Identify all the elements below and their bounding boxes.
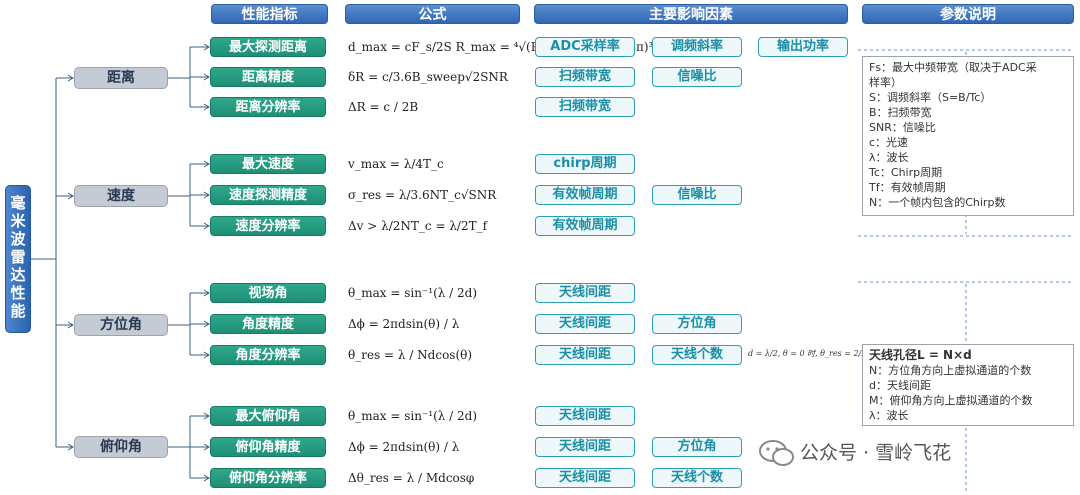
root-char: 波: [10, 230, 26, 248]
factor-chirp-period: chirp周期: [535, 154, 635, 174]
formula-range-resolution: ΔR = c / 2B: [348, 100, 419, 114]
factor-antenna-spacing: 天线间距: [535, 314, 635, 334]
connector-arrow: [203, 73, 210, 81]
params-box-bottom: 天线孔径L = N×d N：方位角方向上虚拟通道的个数 d：天线间距 M：俯仰角…: [862, 344, 1074, 426]
metric-range-accuracy: 距离精度: [210, 67, 326, 87]
category-elevation: 俯仰角: [74, 436, 168, 458]
connector-arrow: [203, 320, 210, 328]
metric-max-elevation: 最大俯仰角: [210, 406, 326, 426]
metric-elevation-accuracy: 俯仰角精度: [210, 437, 326, 457]
formula-elevation-resolution: Δθ_res = λ / Mdcosφ: [348, 471, 475, 485]
metric-fov: 视场角: [210, 283, 326, 303]
metric-angle-accuracy: 角度精度: [210, 314, 326, 334]
category-distance: 距离: [74, 67, 168, 89]
param-line: c：光速: [869, 136, 909, 149]
connector-arrow: [203, 474, 210, 482]
param-line: M：俯仰角方向上虚拟通道的个数: [869, 394, 1033, 407]
param-line: Tc：Chirp周期: [869, 166, 943, 179]
factor-frame-period: 有效帧周期: [535, 185, 635, 205]
param-line: λ：波长: [869, 151, 909, 164]
connector-arrow: [203, 191, 210, 199]
root-char: 米: [10, 212, 26, 230]
connector-arrow: [203, 289, 210, 297]
factor-antenna-spacing: 天线间距: [535, 283, 635, 303]
category-azimuth: 方位角: [74, 314, 168, 336]
header-metric: 性能指标: [211, 4, 328, 24]
factor-output-power: 输出功率: [758, 37, 848, 57]
connector-arrow: [67, 192, 74, 200]
param-line: 样率）: [869, 76, 902, 89]
factor-antenna-spacing: 天线间距: [535, 437, 635, 457]
connector-arrow: [203, 160, 210, 168]
root-char: 雷: [10, 248, 26, 266]
param-line: d：天线间距: [869, 379, 931, 392]
connector-arrow: [203, 412, 210, 420]
connector-arrow: [203, 103, 210, 111]
root-char: 性: [10, 284, 26, 302]
root-char: 达: [10, 266, 26, 284]
connector-arrow: [67, 321, 74, 329]
param-line: N：方位角方向上虚拟通道的个数: [869, 364, 1032, 377]
watermark: 公众号 · 雪岭飞花: [800, 442, 952, 464]
factor-frame-period: 有效帧周期: [535, 216, 635, 236]
factor-antenna-spacing: 天线间距: [535, 406, 635, 426]
header-params: 参数说明: [862, 4, 1074, 24]
metric-velocity-accuracy: 速度探测精度: [210, 185, 326, 205]
formula-max-elevation: θ_max = sin⁻¹(λ / 2d): [348, 409, 478, 423]
factor-chirp-slope: 调频斜率: [652, 37, 742, 57]
factor-snr: 信噪比: [652, 185, 742, 205]
param-line: Tf：有效帧周期: [869, 181, 946, 194]
param-line: B：扫频带宽: [869, 106, 932, 119]
header-factors: 主要影响因素: [534, 4, 848, 24]
metric-elevation-resolution: 俯仰角分辨率: [210, 468, 326, 488]
factor-snr: 信噪比: [652, 67, 742, 87]
metric-angle-resolution: 角度分辨率: [210, 345, 326, 365]
connector-arrow: [67, 74, 74, 82]
connector-arrow: [203, 43, 210, 51]
formula-angle-accuracy: Δϕ = 2πdsin(θ) / λ: [348, 317, 460, 331]
category-velocity: 速度: [74, 185, 168, 207]
header-formula: 公式: [345, 4, 520, 24]
root-node: 毫 米 波 雷 达 性 能: [5, 185, 31, 333]
connector-arrow: [203, 351, 210, 359]
params-box-top: Fs：最大中频带宽（取决于ADC采 样率） S：调频斜率（S=B/Tc） B：扫…: [862, 56, 1074, 216]
factor-bandwidth: 扫频带宽: [535, 67, 635, 87]
factor-antenna-count: 天线个数: [652, 345, 742, 365]
formula-range-accuracy: δR = c/3.6B_sweep√2SNR: [348, 70, 508, 84]
param-line: λ：波长: [869, 409, 909, 422]
factor-antenna-count: 天线个数: [652, 468, 742, 488]
formula-max-velocity: v_max = λ/4T_c: [348, 157, 444, 171]
metric-velocity-resolution: 速度分辨率: [210, 216, 326, 236]
resolution-note: d = λ/2, θ = 0 时, θ_res = 2/N: [748, 349, 869, 358]
metric-max-velocity: 最大速度: [210, 154, 326, 174]
wechat-icon: [759, 440, 794, 466]
metric-range-resolution: 距离分辨率: [210, 97, 326, 117]
formula-velocity-accuracy: σ_res = λ/3.6NT_c√SNR: [348, 188, 497, 202]
factor-azimuth: 方位角: [652, 314, 742, 334]
metric-max-range: 最大探测距离: [210, 37, 326, 57]
param-line: SNR：信噪比: [869, 121, 936, 134]
param-line: Fs：最大中频带宽（取决于ADC采: [869, 61, 1037, 74]
factor-antenna-spacing: 天线间距: [535, 345, 635, 365]
connector-arrow: [203, 443, 210, 451]
connector-arrow: [203, 222, 210, 230]
root-char: 毫: [10, 194, 26, 212]
formula-angle-resolution: θ_res = λ / Ndcos(θ): [348, 348, 473, 362]
connector-arrow: [67, 443, 74, 451]
factor-azimuth: 方位角: [652, 437, 742, 457]
formula-elevation-accuracy: Δϕ = 2πdsin(θ) / λ: [348, 440, 460, 454]
root-char: 能: [10, 302, 26, 320]
factor-bandwidth: 扫频带宽: [535, 97, 635, 117]
param-line: N：一个帧内包含的Chirp数: [869, 196, 1006, 209]
param-line: S：调频斜率（S=B/Tc）: [869, 91, 992, 104]
factor-adc-rate: ADC采样率: [535, 37, 635, 57]
formula-fov: θ_max = sin⁻¹(λ / 2d): [348, 286, 478, 300]
factor-antenna-spacing: 天线间距: [535, 468, 635, 488]
formula-velocity-resolution: Δv > λ/2NT_c = λ/2T_f: [348, 219, 488, 233]
param-line-aperture: 天线孔径L = N×d: [869, 348, 972, 362]
